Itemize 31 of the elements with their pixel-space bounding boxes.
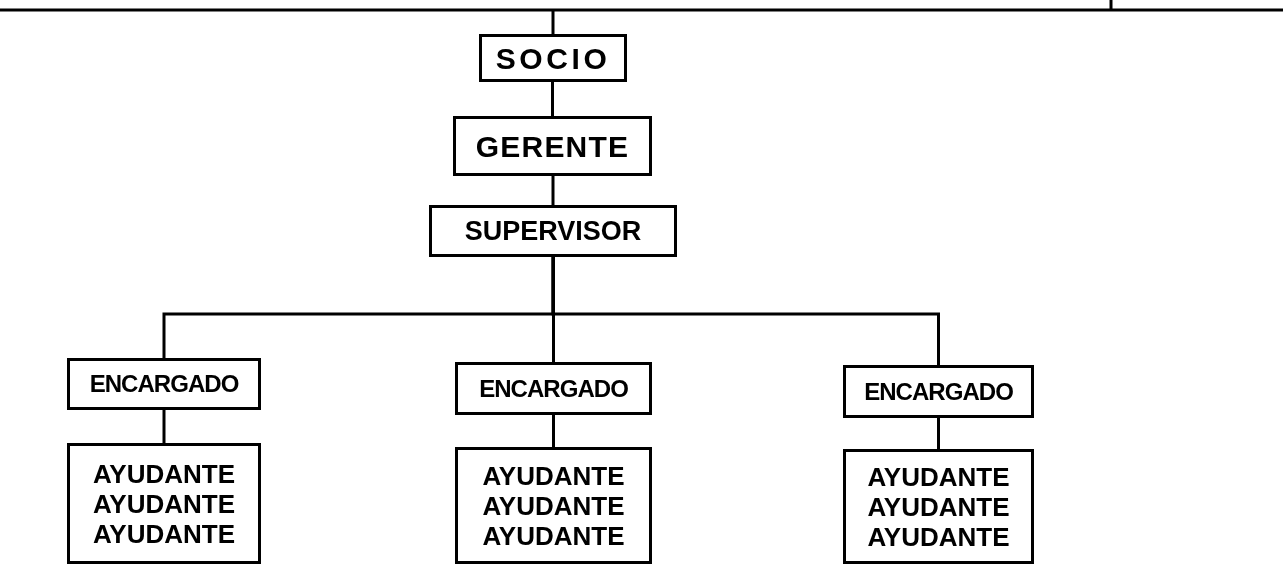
role-label: AYUDANTE <box>92 518 236 549</box>
role-label: GERENTE <box>475 128 630 165</box>
org-box <box>455 447 652 564</box>
role-label: AYUDANTE <box>867 461 1010 492</box>
role-label: ENCARGADO <box>864 376 1013 407</box>
role-label: SOCIO <box>495 40 611 77</box>
connector-line <box>937 418 940 449</box>
role-label: AYUDANTE <box>482 520 625 551</box>
org-box <box>843 449 1034 564</box>
org-box <box>67 358 261 410</box>
role-label: AYUDANTE <box>92 488 236 519</box>
role-label: ENCARGADO <box>479 373 628 404</box>
role-label: AYUDANTE <box>92 458 236 489</box>
org-box <box>479 34 627 82</box>
org-box <box>455 362 652 415</box>
role-label: AYUDANTE <box>867 491 1010 522</box>
connector-line <box>551 10 555 34</box>
connector-line <box>551 176 555 205</box>
role-label: AYUDANTE <box>482 490 625 521</box>
org-box <box>67 443 261 564</box>
org-box <box>429 205 677 257</box>
role-label: AYUDANTE <box>867 521 1010 552</box>
role-label: SUPERVISOR <box>464 214 642 248</box>
connector-line <box>162 410 166 443</box>
connector-line <box>552 415 555 447</box>
connector-line <box>551 257 940 365</box>
role-label: AYUDANTE <box>482 460 625 491</box>
role-label: ENCARGADO <box>89 369 239 399</box>
org-box <box>453 116 652 176</box>
org-box <box>843 365 1034 418</box>
connector-line <box>551 82 554 116</box>
